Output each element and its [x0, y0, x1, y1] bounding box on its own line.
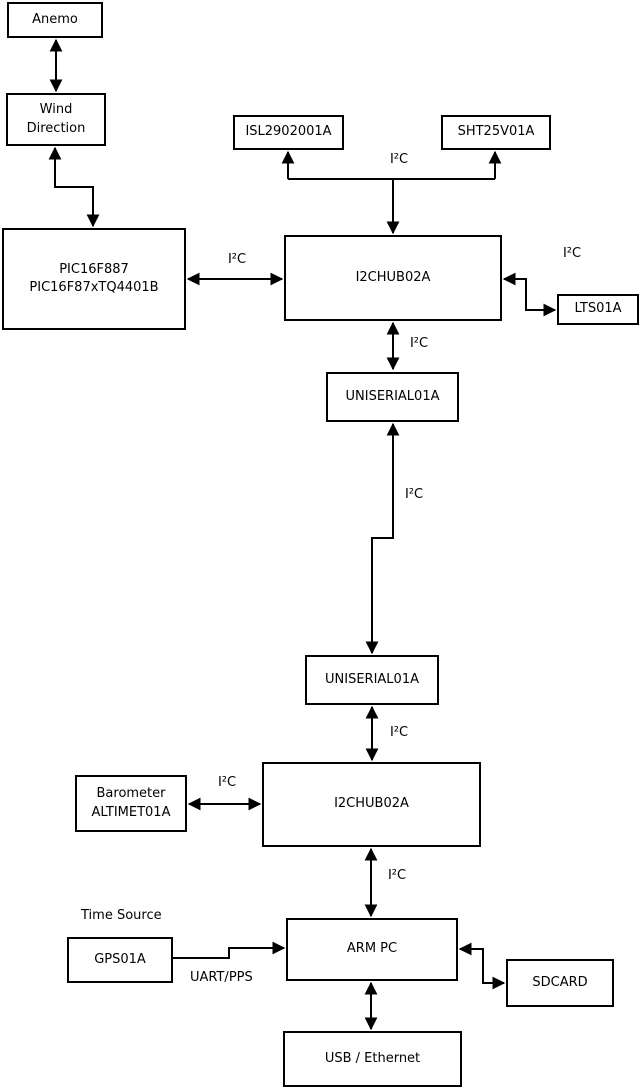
edge-label-i2c-uniserial2-hub2: I²C — [389, 725, 409, 740]
node-isl2902001a-label: ISL2902001A — [245, 124, 332, 140]
edge-label-i2c-hub1-lts: I²C — [562, 246, 582, 261]
node-sdcard-label: SDCARD — [532, 974, 588, 990]
node-anemo-label: Anemo — [32, 11, 78, 27]
edge-label-i2c-sensors: I²C — [389, 152, 409, 167]
node-pic-line1: PIC16F887 — [59, 261, 129, 277]
node-usb-ethernet-label: USB / Ethernet — [324, 1050, 421, 1066]
node-uniserial01a-1-label: UNISERIAL01A — [345, 388, 440, 404]
node-gps01a: GPS01A — [67, 937, 173, 983]
node-sht25v01a: SHT25V01A — [441, 115, 551, 150]
connector-wind-pic — [48, 146, 100, 228]
node-wind-direction-line1: Wind — [39, 102, 73, 118]
node-arm-pc-label: ARM PC — [346, 941, 398, 957]
edge-label-i2c-hub2-armpc: I²C — [387, 868, 407, 883]
node-pic: PIC16F887 PIC16F87xTQ4401B — [2, 228, 186, 330]
connector-gps-armpc — [173, 941, 286, 959]
edge-label-time-source: Time Source — [81, 908, 162, 923]
node-uniserial01a-1: UNISERIAL01A — [326, 372, 459, 422]
node-i2chub02a-2: I2CHUB02A — [262, 762, 481, 847]
node-barometer-line2: ALTIMET01A — [91, 804, 171, 820]
node-arm-pc: ARM PC — [286, 918, 458, 981]
connector-hub1-lts — [502, 272, 557, 317]
edge-label-i2c-uniserial1-uniserial2: I²C — [404, 487, 424, 502]
edge-label-i2c-pic-hub1: I²C — [227, 252, 247, 267]
node-uniserial01a-2: UNISERIAL01A — [305, 655, 439, 705]
connector-armpc-sdcard — [458, 942, 506, 990]
node-barometer-line1: Barometer — [96, 786, 166, 802]
node-lts01a-label: LTS01A — [574, 301, 622, 317]
node-usb-ethernet: USB / Ethernet — [283, 1031, 462, 1087]
node-gps01a-label: GPS01A — [94, 951, 146, 967]
node-lts01a: LTS01A — [557, 294, 639, 325]
node-i2chub02a-2-label: I2CHUB02A — [334, 796, 409, 812]
edge-label-i2c-barometer-hub2: I²C — [217, 775, 237, 790]
node-i2chub02a-1: I2CHUB02A — [284, 235, 502, 321]
node-wind-direction: Wind Direction — [6, 93, 106, 146]
node-isl2902001a: ISL2902001A — [233, 115, 344, 150]
node-sht25v01a-label: SHT25V01A — [457, 124, 535, 140]
connector-uniserial1-uniserial2 — [365, 422, 400, 655]
node-sdcard: SDCARD — [506, 959, 614, 1007]
node-wind-direction-line2: Direction — [26, 120, 86, 136]
node-uniserial01a-2-label: UNISERIAL01A — [325, 671, 419, 687]
node-pic-line2: PIC16F87xTQ4401B — [29, 280, 159, 295]
edge-label-i2c-hub1-uniserial1: I²C — [409, 336, 429, 351]
node-barometer: Barometer ALTIMET01A — [75, 775, 187, 832]
node-anemo: Anemo — [7, 2, 103, 38]
edge-label-uart-pps: UART/PPS — [190, 970, 253, 985]
node-i2chub02a-1-label: I2CHUB02A — [355, 269, 431, 285]
